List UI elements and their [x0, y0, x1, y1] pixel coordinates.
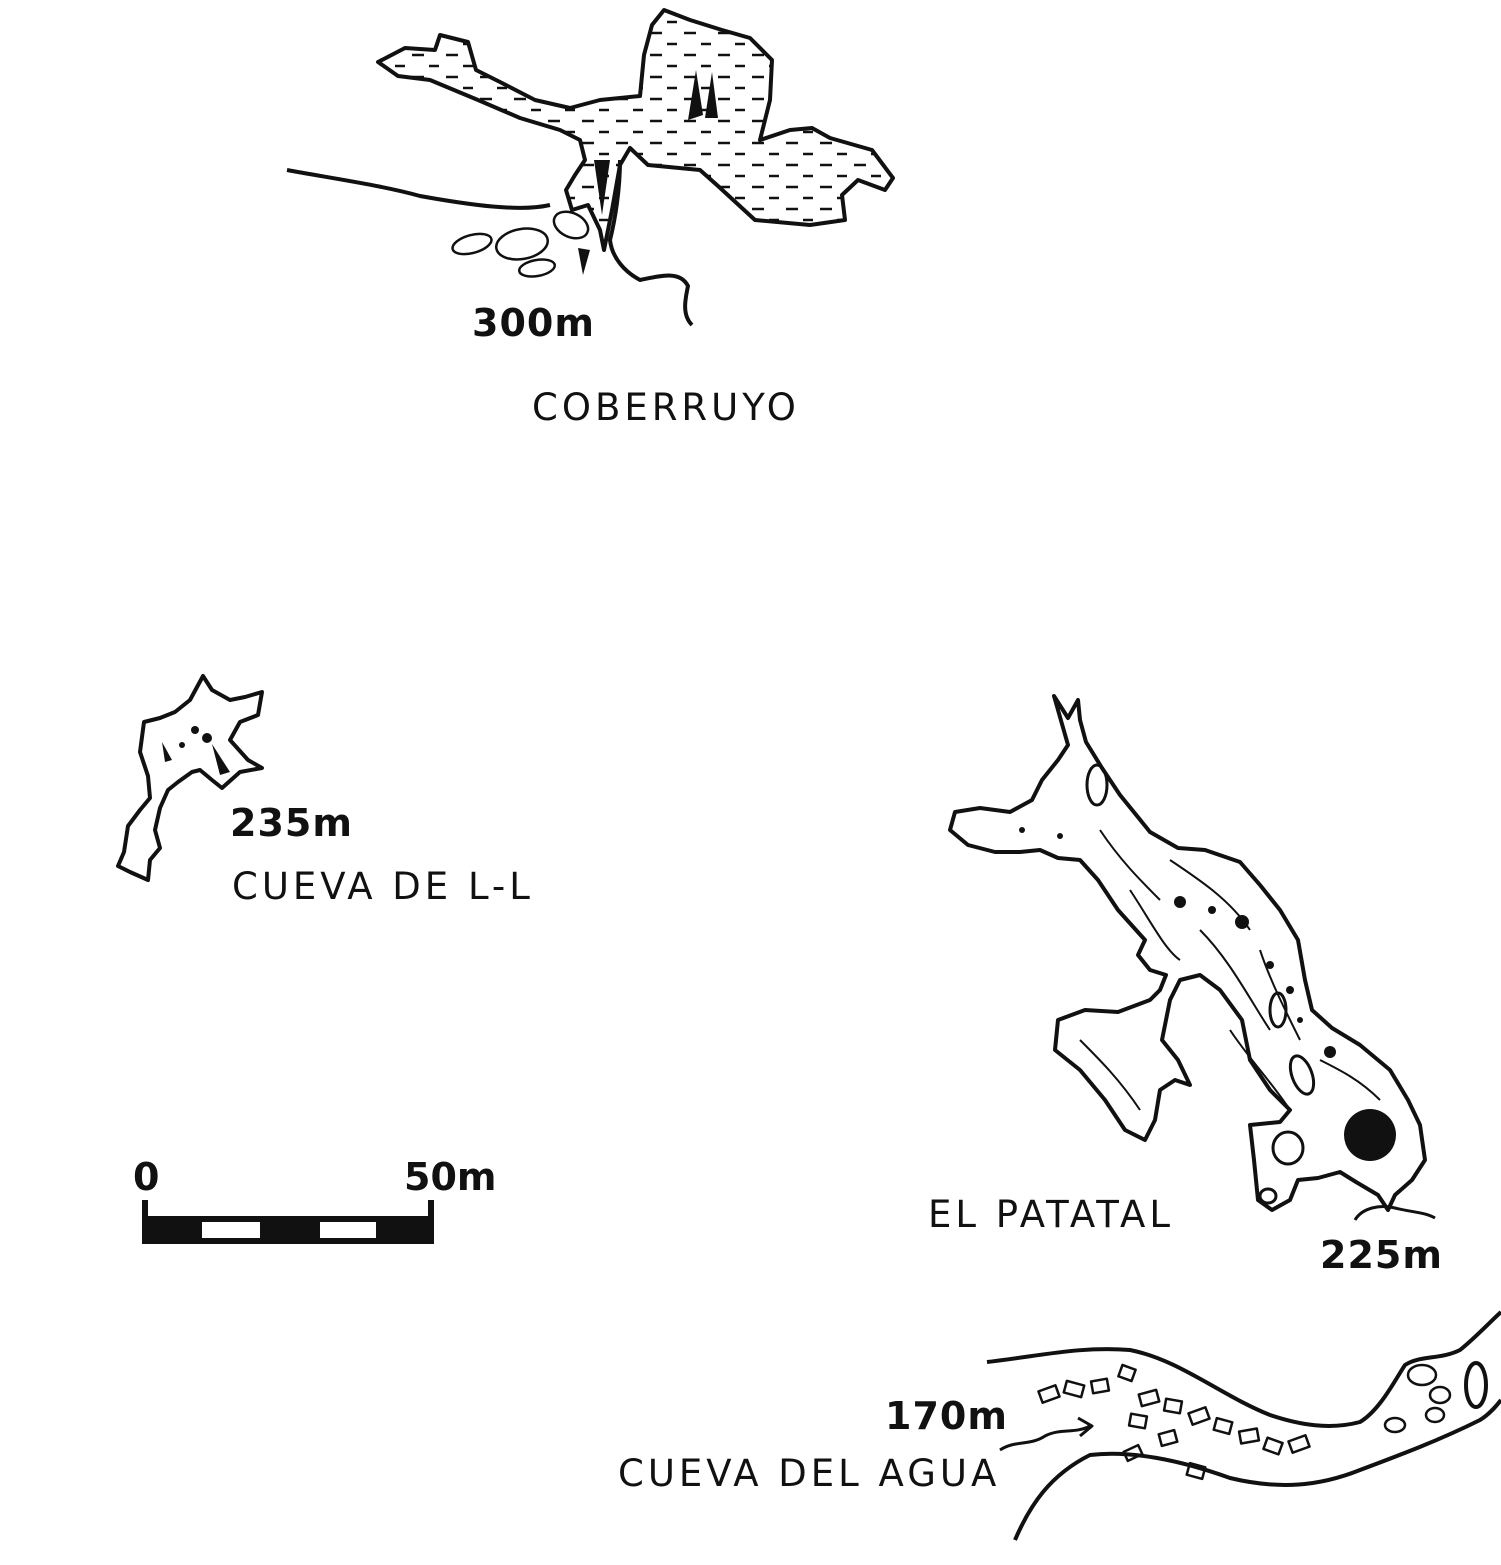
cueva-de-l-l-altitude-label: 235m [230, 801, 353, 845]
cueva-del-agua-name-label: CUEVA DEL AGUA [618, 1452, 1001, 1495]
cueva-del-agua-sediment-mark [1464, 1361, 1488, 1409]
coberruyo-name-label: COBERRUYO [532, 386, 800, 429]
cueva-de-l-l-formations [162, 726, 230, 775]
cueva-del-agua-boulders [1037, 1363, 1452, 1481]
coberruyo-entrance-line-east [608, 159, 694, 327]
scale-bar-white-segment [320, 1222, 376, 1238]
cueva-del-agua-entrance-arrow [999, 1416, 1094, 1452]
coberruyo-boulders [451, 210, 590, 278]
el-patatal-entrance-line [1353, 1205, 1436, 1221]
cave-cueva-de-l-l-plan [116, 674, 264, 882]
el-patatal-formations [1019, 827, 1396, 1161]
cueva-de-l-l-name-label: CUEVA DE L-L [232, 865, 534, 908]
el-patatal-name-label: EL PATATAL [928, 1193, 1174, 1236]
el-patatal-sediment-marks [1085, 763, 1316, 1205]
scale-bar-white-segment [202, 1222, 260, 1238]
coberruyo-formation [578, 70, 718, 275]
cueva-del-agua-altitude-label: 170m [885, 1394, 1008, 1438]
el-patatal-altitude-label: 225m [1320, 1233, 1443, 1277]
el-patatal-flow-lines [1079, 829, 1381, 1111]
cave-el-patatal-plan [948, 694, 1436, 1221]
coberruyo-altitude-label: 300m [472, 301, 595, 345]
scale-bar-frame [142, 1216, 434, 1244]
coberruyo-passage-outline [376, 8, 895, 252]
el-patatal-outline [948, 694, 1427, 1212]
cave-cueva-del-agua-plan [986, 1310, 1501, 1541]
cave-coberruyo-plan [286, 8, 895, 327]
scale-bar-graphic [142, 1200, 434, 1244]
scale-bar-start-label: 0 [133, 1155, 160, 1199]
scale-bar-end-label: 50m [404, 1155, 497, 1199]
cueva-de-l-l-outline [116, 674, 264, 882]
cueva-del-agua-lower-wall [1013, 1398, 1501, 1541]
coberruyo-entrance-line-west [286, 168, 551, 210]
cueva-del-agua-upper-wall [986, 1310, 1501, 1428]
